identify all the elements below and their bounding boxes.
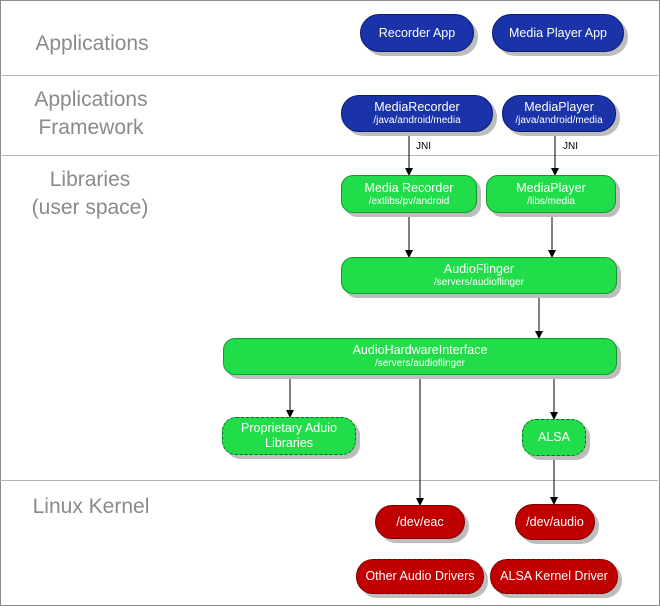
jni-label-left: JNI (416, 141, 431, 152)
node-dev-eac-title: /dev/eac (396, 514, 444, 529)
layer-label-kernel: Linux Kernel (32, 495, 150, 518)
node-media-player-app: Media Player App (492, 14, 624, 52)
divider-apps-framework (0, 75, 658, 76)
node-media-recorder-fw: MediaRecorder /java/android/media (341, 95, 493, 132)
node-alsa-kernel-driver: ALSA Kernel Driver (490, 559, 618, 594)
node-dev-audio-title: /dev/audio (526, 514, 584, 529)
node-media-recorder-fw-path: /java/android/media (373, 115, 461, 126)
node-media-recorder-fw-title: MediaRecorder (374, 100, 460, 114)
node-recorder-app-title: Recorder App (378, 25, 456, 40)
node-audioflinger: AudioFlinger /servers/audioflinger (341, 257, 617, 294)
node-alsa-kernel-driver-title: ALSA Kernel Driver (500, 569, 608, 583)
node-proprietary-libs: Proprietary Aduio Libraries (222, 417, 356, 455)
layer-label-applications: Applications (35, 32, 149, 55)
node-media-player-fw-title: MediaPlayer (524, 100, 594, 114)
node-media-player-fw: MediaPlayer /java/android/media (502, 95, 616, 132)
layer-label-libraries-line2: (user space) (31, 196, 149, 219)
layer-label-libraries-line1: Libraries (49, 168, 131, 191)
node-alsa-title: ALSA (538, 430, 570, 444)
layer-label-framework-line2: Framework (38, 116, 144, 139)
layer-label-framework-line1: Applications (34, 88, 148, 111)
node-other-audio-drivers: Other Audio Drivers (356, 559, 484, 594)
node-media-player-lib: MediaPlayer /libs/media (486, 175, 616, 213)
node-media-player-lib-title: MediaPlayer (516, 180, 586, 195)
node-audio-hw-interface: AudioHardwareInterface /servers/audiofli… (223, 338, 617, 375)
node-proprietary-libs-line1: Proprietary Aduio (241, 421, 337, 435)
layer-label-framework: Applications Framework (20, 86, 162, 142)
node-media-recorder-lib-path: /extlibs/pv/android (368, 195, 450, 207)
divider-libraries-kernel (0, 480, 658, 481)
layer-label-libraries: Libraries (user space) (14, 166, 166, 222)
node-dev-audio: /dev/audio (515, 504, 595, 540)
node-audio-hw-interface-title: AudioHardwareInterface (352, 343, 488, 357)
node-other-audio-drivers-title: Other Audio Drivers (365, 569, 475, 583)
node-media-recorder-lib: Media Recorder /extlibs/pv/android (341, 175, 477, 213)
node-alsa: ALSA (522, 419, 586, 456)
node-dev-eac: /dev/eac (375, 505, 465, 539)
node-media-player-app-title: Media Player App (509, 25, 607, 40)
node-media-recorder-lib-title: Media Recorder (364, 180, 454, 195)
node-recorder-app: Recorder App (360, 14, 474, 52)
jni-label-right: JNI (563, 141, 578, 152)
node-audio-hw-interface-path: /servers/audioflinger (374, 358, 466, 369)
node-media-player-fw-path: /java/android/media (515, 115, 603, 126)
node-proprietary-libs-line2: Libraries (265, 436, 313, 450)
node-audioflinger-path: /servers/audioflinger (433, 277, 525, 288)
divider-framework-libraries (0, 155, 658, 156)
node-audioflinger-title: AudioFlinger (443, 262, 515, 276)
node-media-player-lib-path: /libs/media (527, 195, 575, 207)
